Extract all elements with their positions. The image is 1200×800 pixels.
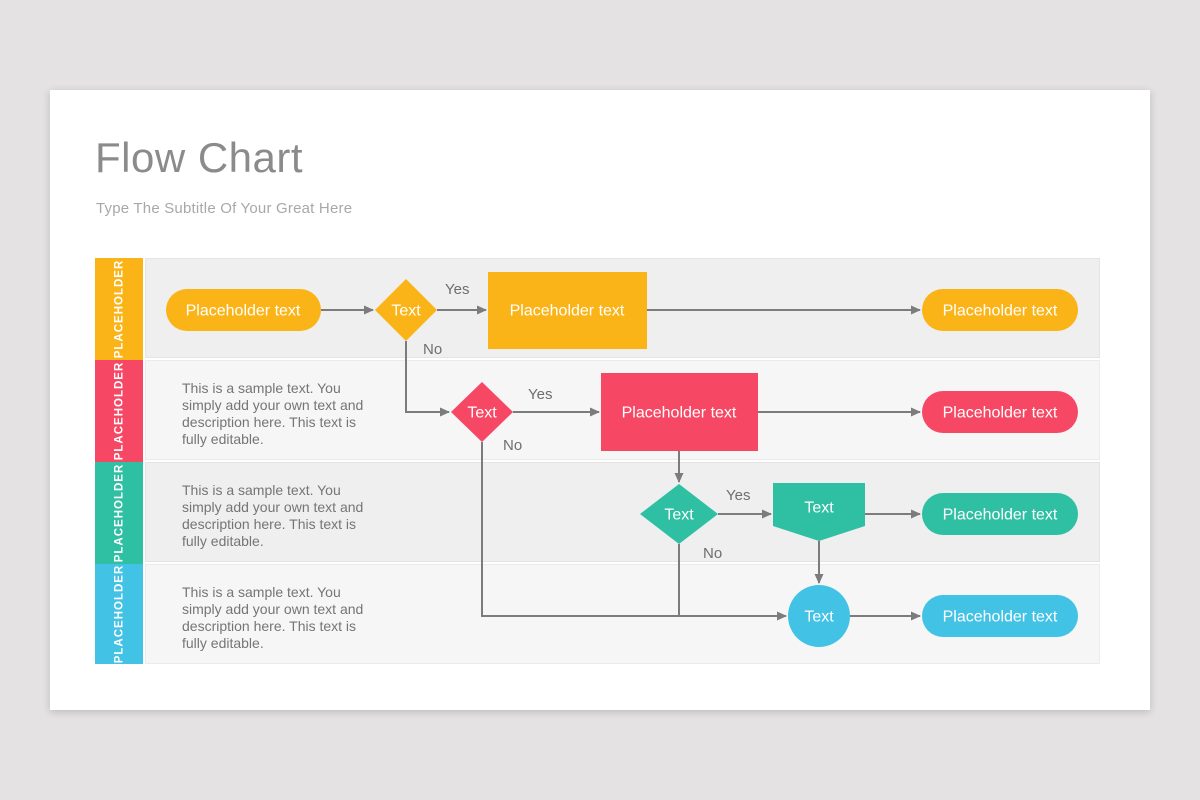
no-label-lane1: No xyxy=(423,341,442,358)
decision-diamond-lane2 xyxy=(451,382,513,442)
flowchart: PLACEHOLDER This is a sample text. You s… xyxy=(95,258,1100,664)
yes-label-lane2: Yes xyxy=(528,386,552,403)
process-box-lane1 xyxy=(488,272,647,349)
decision-diamond-lane3-label: Text xyxy=(664,507,694,524)
terminal-circle-lane4 xyxy=(788,585,850,647)
end-pill-lane1-label: Placeholder text xyxy=(943,303,1058,320)
swimlane-1-tab: PLACEHOLDER xyxy=(95,258,143,360)
end-pill-lane4 xyxy=(922,595,1078,637)
end-pill-lane1 xyxy=(922,289,1078,331)
yes-label-lane3: Yes xyxy=(726,487,750,504)
end-pill-lane2-label: Placeholder text xyxy=(943,405,1058,422)
swimlane-2-tab: PLACEHOLDER xyxy=(95,360,143,462)
decision-diamond-lane1-label: Text xyxy=(391,303,421,320)
end-pill-lane3 xyxy=(922,493,1078,535)
end-pill-lane3-label: Placeholder text xyxy=(943,507,1058,524)
swimlane-4-tab: PLACEHOLDER xyxy=(95,564,143,664)
connector-decision1-no-to-decision2 xyxy=(405,341,450,417)
process-box-lane1-label: Placeholder text xyxy=(510,303,625,320)
banner-shape-lane3-label: Text xyxy=(804,500,834,517)
end-pill-lane2 xyxy=(922,391,1078,433)
swimlane-3-description: This is a sample text. You simply add yo… xyxy=(182,482,364,549)
no-label-lane2: No xyxy=(503,437,522,454)
page-title: Flow Chart xyxy=(95,134,304,181)
no-label-lane3: No xyxy=(703,545,722,562)
swimlane-3-tab: PLACEHOLDER xyxy=(95,462,143,564)
decision-diamond-lane1 xyxy=(375,279,437,341)
connector-decision2-no-to-terminal xyxy=(481,442,787,621)
swimlane-2-description: This is a sample text. You simply add yo… xyxy=(182,380,364,447)
yes-label-lane1: Yes xyxy=(445,281,469,298)
start-pill-lane1 xyxy=(166,289,321,331)
start-pill-lane1-label: Placeholder text xyxy=(186,303,301,320)
process-box-lane2 xyxy=(601,373,758,451)
decision-diamond-lane3 xyxy=(640,484,718,544)
slide-card: Flow Chart Type The Subtitle Of Your Gre… xyxy=(50,90,1150,710)
swimlane-4-description: This is a sample text. You simply add yo… xyxy=(182,584,364,651)
process-box-lane2-label: Placeholder text xyxy=(622,405,737,422)
flowchart-overlay: Placeholder text Text Placeholder text P… xyxy=(166,272,1078,647)
decision-diamond-lane2-label: Text xyxy=(467,405,497,422)
terminal-circle-lane4-label: Text xyxy=(804,609,834,626)
page-subtitle: Type The Subtitle Of Your Great Here xyxy=(96,200,353,217)
banner-shape-lane3 xyxy=(773,483,865,541)
end-pill-lane4-label: Placeholder text xyxy=(943,609,1058,626)
